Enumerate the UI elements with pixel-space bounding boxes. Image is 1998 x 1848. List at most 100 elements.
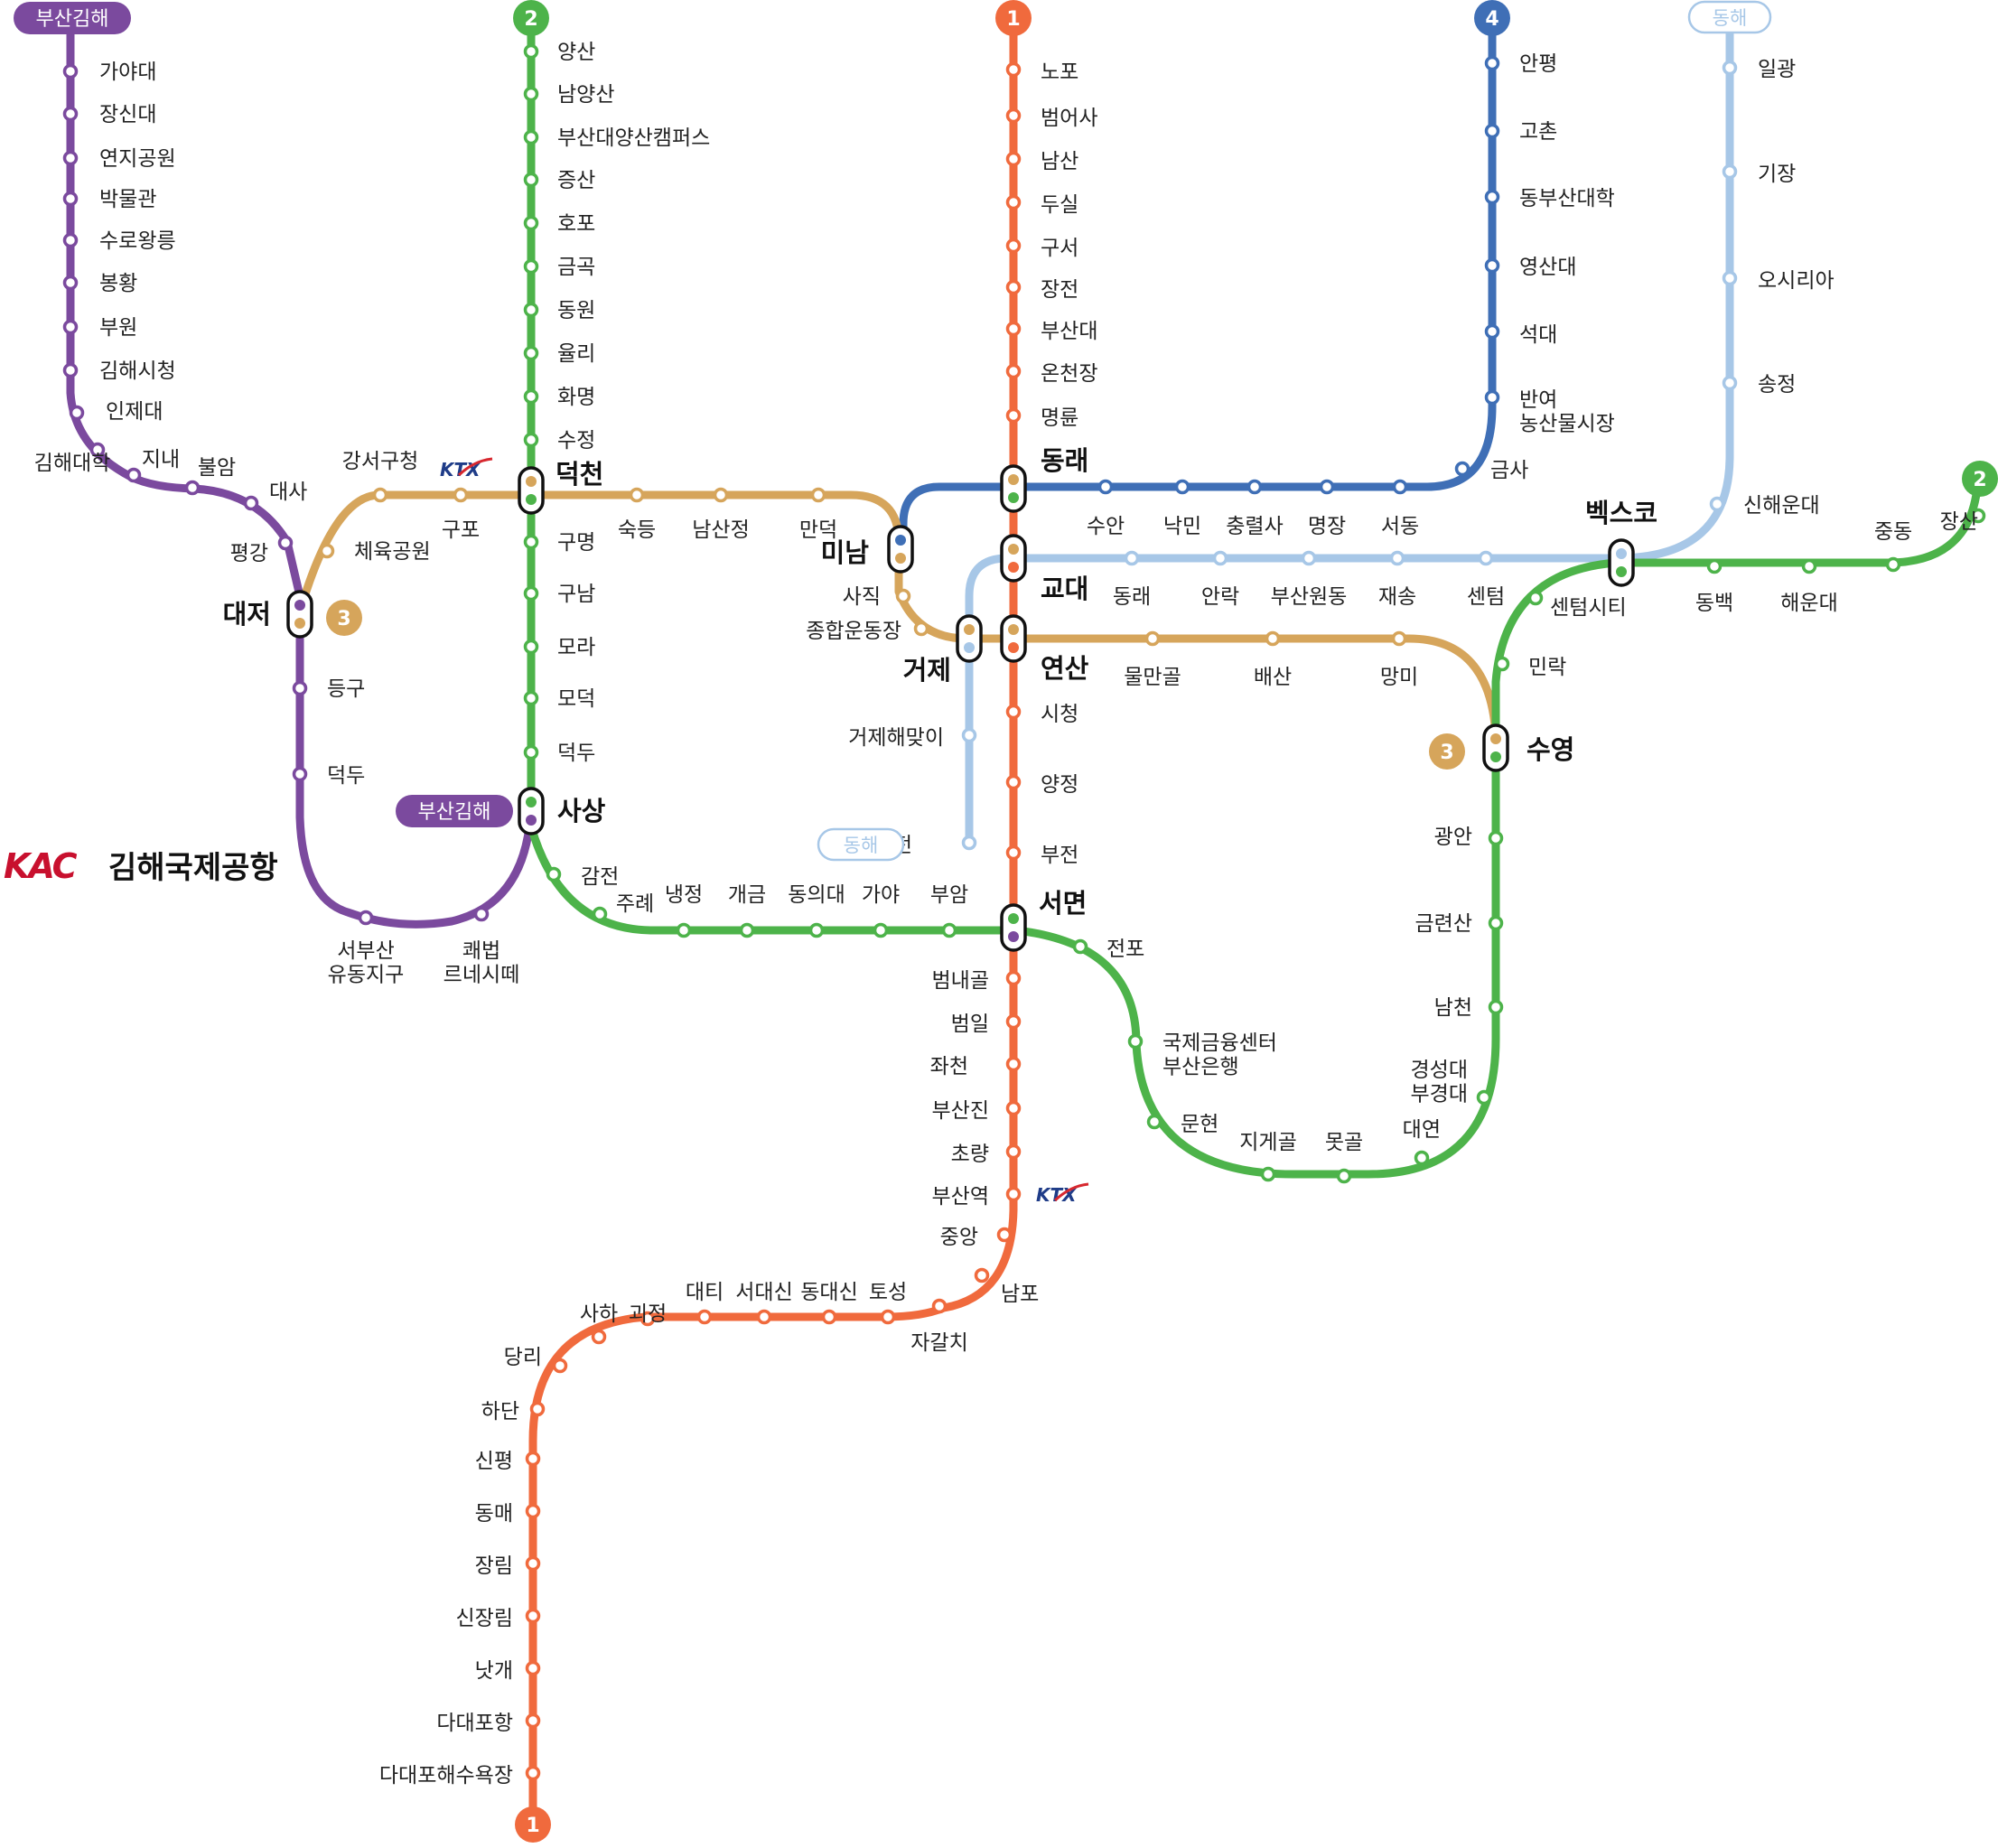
station-label-bgl-9[interactable]: 불암	[198, 456, 236, 480]
station-label-bgl-19[interactable]: 장신대	[99, 103, 156, 126]
station-label-line3-1[interactable]: 체육공원	[354, 540, 431, 564]
station-dot-line1-1[interactable]	[1005, 107, 1022, 124]
station-dot-bgl-11[interactable]	[89, 442, 106, 458]
line-badge-donghae-top[interactable]: 동해	[1687, 0, 1772, 34]
line-badge-bgl-sasang[interactable]: 부산김해	[396, 795, 513, 827]
station-label-line2-3[interactable]: 증산	[557, 169, 595, 192]
transfer-station-대저[interactable]	[286, 590, 313, 639]
station-dot-line2-12[interactable]	[523, 585, 539, 602]
station-dot-line2-1[interactable]	[523, 86, 539, 102]
station-label-line2-22[interactable]: 가야	[862, 883, 900, 907]
station-dot-line3-15[interactable]	[1391, 630, 1407, 647]
station-dot-line2-0[interactable]	[523, 43, 539, 60]
station-dot-bgl-17[interactable]	[62, 191, 79, 207]
station-label-line1-36[interactable]: 신장림	[456, 1607, 513, 1630]
station-dot-line2-3[interactable]	[523, 172, 539, 188]
station-dot-line2-30[interactable]	[1414, 1150, 1430, 1166]
transfer-station-덕천[interactable]	[518, 466, 545, 515]
station-dot-line1-36[interactable]	[525, 1608, 541, 1624]
station-label-line1-30[interactable]: 사하	[580, 1302, 618, 1326]
transfer-station-서면[interactable]	[1000, 903, 1027, 952]
station-label-line1-5[interactable]: 장전	[1041, 278, 1078, 302]
line-badge-4-top[interactable]: 4	[1474, 0, 1510, 36]
station-dot-donghae-1[interactable]	[961, 727, 977, 743]
station-label-line2-41[interactable]: 중동	[1874, 520, 1912, 544]
station-label-line4-5[interactable]: 명장	[1308, 515, 1346, 538]
station-dot-donghae-0[interactable]	[961, 835, 977, 851]
station-dot-line2-9[interactable]	[523, 432, 539, 448]
station-label-line3-13[interactable]: 물만골	[1124, 666, 1181, 689]
station-label-line1-38[interactable]: 다대포항	[436, 1712, 513, 1735]
station-label-line1-20[interactable]: 초량	[951, 1143, 989, 1166]
transfer-station-수영[interactable]	[1482, 723, 1509, 772]
station-label-line3-6[interactable]: 남산정	[692, 518, 749, 542]
transfer-label-연산[interactable]: 연산	[1041, 653, 1089, 684]
station-dot-line3-9[interactable]	[895, 588, 911, 604]
station-label-line1-32[interactable]: 하단	[481, 1400, 519, 1423]
station-dot-line1-38[interactable]	[525, 1713, 541, 1729]
station-label-bgl-5[interactable]: 덕두	[327, 764, 365, 788]
station-dot-line1-13[interactable]	[1005, 774, 1022, 790]
station-label-donghae-13[interactable]: 기장	[1758, 163, 1796, 186]
station-label-line2-11[interactable]: 구명	[557, 531, 595, 555]
station-dot-donghae-5[interactable]	[1212, 550, 1228, 566]
station-label-donghae-1[interactable]: 거제해맞이	[848, 726, 944, 750]
station-label-line1-3[interactable]: 두실	[1041, 193, 1078, 217]
station-dot-bgl-7[interactable]	[277, 535, 294, 551]
station-dot-line2-5[interactable]	[523, 258, 539, 275]
station-label-line1-8[interactable]: 명륜	[1041, 406, 1078, 430]
station-label-line2-0[interactable]: 양산	[557, 41, 595, 64]
station-label-line1-2[interactable]: 남산	[1041, 150, 1078, 173]
station-label-line2-7[interactable]: 율리	[557, 342, 595, 366]
station-label-line2-18[interactable]: 주례	[616, 892, 654, 916]
station-dot-line1-37[interactable]	[525, 1660, 541, 1676]
station-dot-line1-4[interactable]	[1005, 238, 1022, 254]
station-dot-line2-25[interactable]	[1072, 938, 1088, 955]
station-label-line1-37[interactable]: 낫개	[475, 1659, 513, 1683]
station-label-line2-14[interactable]: 모덕	[557, 687, 595, 711]
station-dot-line2-11[interactable]	[523, 534, 539, 550]
station-dot-line1-20[interactable]	[1005, 1143, 1022, 1160]
station-label-line1-27[interactable]: 서대신	[735, 1281, 792, 1304]
station-dot-bgl-15[interactable]	[62, 275, 79, 291]
station-dot-line2-19[interactable]	[676, 922, 692, 938]
station-dot-line2-22[interactable]	[873, 922, 889, 938]
station-dot-donghae-7[interactable]	[1389, 550, 1405, 566]
station-dot-line4-8[interactable]	[1484, 389, 1500, 406]
station-dot-line2-31[interactable]	[1476, 1089, 1492, 1106]
station-dot-line4-3[interactable]	[1174, 479, 1190, 495]
station-dot-line1-0[interactable]	[1005, 61, 1022, 78]
station-dot-line3-2[interactable]	[372, 487, 388, 503]
station-label-donghae-8[interactable]: 센텀	[1467, 585, 1505, 609]
station-dot-line4-7[interactable]	[1454, 461, 1470, 477]
station-label-bgl-13[interactable]: 김해시청	[99, 359, 176, 383]
station-label-line1-18[interactable]: 좌천	[930, 1055, 968, 1078]
station-label-donghae-5[interactable]: 안락	[1201, 585, 1239, 609]
station-label-line3-5[interactable]: 숙등	[618, 518, 656, 542]
transfer-label-교대[interactable]: 교대	[1041, 574, 1088, 604]
station-label-line1-16[interactable]: 범내골	[932, 969, 989, 993]
station-label-line2-4[interactable]: 호포	[557, 212, 595, 236]
station-dot-bgl-5[interactable]	[292, 766, 308, 782]
transfer-station-교대[interactable]	[1000, 534, 1027, 583]
station-label-line1-24[interactable]: 자갈치	[910, 1331, 967, 1355]
transfer-station-연산[interactable]	[1000, 614, 1027, 663]
station-label-line3-2[interactable]: 강서구청	[342, 450, 419, 473]
station-dot-line1-29[interactable]	[640, 1311, 656, 1327]
station-dot-bgl-9[interactable]	[184, 480, 201, 496]
line-badge-3-left[interactable]: 3	[326, 600, 362, 636]
station-label-line1-1[interactable]: 범어사	[1041, 107, 1097, 130]
station-label-line4-6[interactable]: 서동	[1381, 515, 1419, 538]
transfer-label-사상[interactable]: 사상	[557, 796, 606, 826]
station-dot-bgl-2[interactable]	[358, 910, 374, 926]
transfer-station-벡스코[interactable]	[1608, 538, 1635, 587]
station-dot-donghae-6[interactable]	[1301, 550, 1317, 566]
station-label-line2-39[interactable]: 동백	[1695, 592, 1733, 615]
station-label-line4-13[interactable]: 안평	[1519, 52, 1557, 76]
line-badge-1-bottom[interactable]: 1	[515, 1806, 551, 1843]
station-dot-line2-39[interactable]	[1706, 558, 1723, 574]
station-dot-line1-21[interactable]	[1005, 1186, 1022, 1202]
transfer-station-동래[interactable]	[1000, 464, 1027, 513]
station-dot-line1-7[interactable]	[1005, 363, 1022, 379]
